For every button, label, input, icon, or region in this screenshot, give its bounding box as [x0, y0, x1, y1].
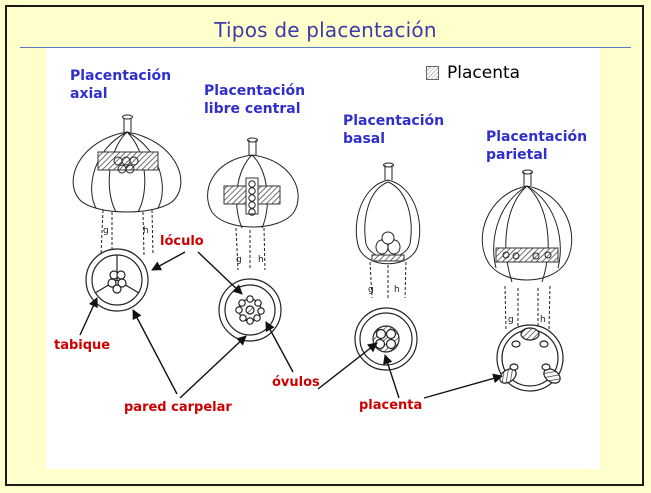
heading-axial-line2: axial — [70, 86, 108, 102]
letter-h-parietal: h — [540, 315, 546, 325]
heading-libre-central-line1: Placentación — [204, 83, 306, 99]
letter-g-basal: g — [368, 285, 374, 295]
label-tabique: tabique — [54, 338, 111, 353]
heading-parietal-line1: Placentación — [486, 129, 588, 145]
letter-h-basal: h — [394, 285, 400, 295]
legend-label: Placenta — [447, 63, 521, 83]
free-central-ovary-illustration — [207, 137, 299, 271]
heading-axial: Placentación axial — [70, 67, 171, 103]
slide-border — [5, 5, 644, 486]
label-pared-carpelar: pared carpelar — [124, 400, 232, 415]
arrow-placenta-basal — [383, 354, 400, 399]
letter-g-axial: g — [103, 226, 109, 236]
parietal-ovary-illustration — [481, 169, 573, 331]
arrow-pared-central — [179, 335, 247, 399]
basal-ovary-illustration — [355, 162, 421, 299]
arrow-pared-axial — [132, 309, 178, 395]
axial-ovary-illustration — [72, 114, 182, 256]
arrow-placenta-parietal — [423, 373, 503, 399]
heading-basal-line2: basal — [343, 131, 386, 147]
axial-cross-section — [85, 248, 149, 312]
title-divider — [20, 47, 631, 48]
callout-arrows — [79, 251, 503, 399]
letter-h-central: h — [258, 255, 264, 265]
label-placenta: placenta — [359, 398, 423, 413]
heading-basal: Placentación basal — [343, 112, 444, 148]
arrow-tabique — [79, 297, 98, 336]
letter-g-parietal: g — [508, 315, 514, 325]
heading-libre-central: Placentación libre central — [204, 82, 305, 118]
heading-basal-line1: Placentación — [343, 113, 445, 129]
heading-parietal-line2: parietal — [486, 147, 548, 163]
letter-h-axial: h — [143, 226, 149, 236]
label-ovulos: óvulos — [272, 375, 320, 390]
letter-g-central: g — [236, 255, 242, 265]
label-loculo: lóculo — [160, 234, 204, 249]
heading-axial-line1: Placentación — [70, 68, 172, 84]
heading-libre-central-line2: libre central — [204, 101, 301, 117]
arrow-ovulos-basal — [317, 342, 378, 390]
heading-parietal: Placentación parietal — [486, 128, 587, 164]
basal-cross-section — [354, 307, 418, 371]
arrow-loculo-central — [197, 251, 243, 295]
slide-title: Tipos de placentación — [214, 18, 437, 42]
arrow-ovulos-central — [265, 321, 294, 373]
arrow-loculo-axial — [151, 251, 186, 271]
hatched-square-icon — [426, 66, 439, 80]
legend: Placenta — [426, 63, 520, 83]
parietal-cross-section — [496, 324, 564, 392]
